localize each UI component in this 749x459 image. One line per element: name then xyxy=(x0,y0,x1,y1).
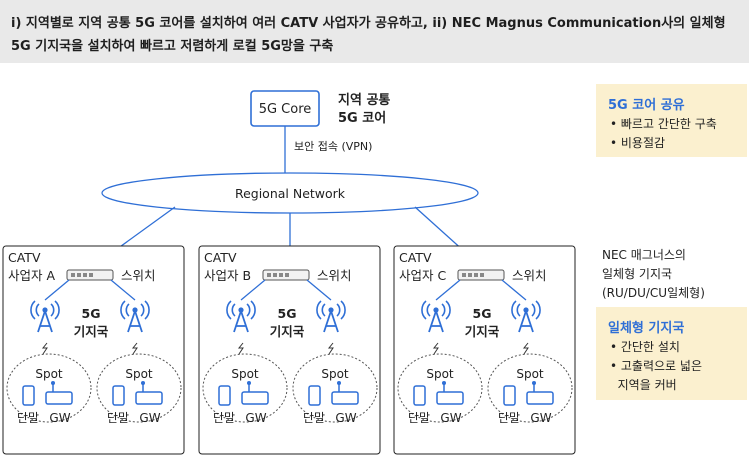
wireless-link-icon xyxy=(41,342,48,355)
spot-label: Spot xyxy=(35,367,63,381)
core-sharing-title: 5G 코어 공유 xyxy=(608,98,685,113)
station-label-2: 기지국 xyxy=(465,324,500,339)
phone-icon xyxy=(503,385,516,406)
wireless-link-icon xyxy=(131,342,138,355)
phone-icon xyxy=(112,385,125,406)
header-bar: i) 지역별로 지역 공통 5G 코어를 설치하여 여러 CATV 사업자가 공… xyxy=(0,0,749,63)
terminal-label: 단말 xyxy=(408,411,430,425)
operator-name-line-1: CATV xyxy=(8,250,41,265)
header-line-2: 5G 기지국을 설치하여 빠르고 저렴하게 로컬 5G망을 구축 xyxy=(11,39,334,54)
header-line-1: i) 지역별로 지역 공통 5G 코어를 설치하여 여러 CATV 사업자가 공… xyxy=(11,16,726,31)
gateway-icon xyxy=(45,391,73,405)
integrated-station-bullet-1: • 간단한 설치 xyxy=(610,340,680,354)
antenna-icon xyxy=(511,300,541,333)
phone-icon xyxy=(218,385,231,406)
gw-label: GW xyxy=(139,411,160,425)
gateway-icon xyxy=(135,391,163,405)
core-box-label: 5G Core xyxy=(259,102,312,117)
nec-note-line-3: (RU/DU/CU일체형) xyxy=(602,286,705,300)
phone-icon xyxy=(22,385,35,406)
operator-name-line-2: 사업자 B xyxy=(204,268,251,283)
core-side-label-1: 지역 공통 xyxy=(338,92,390,108)
phone-icon xyxy=(413,385,426,406)
wireless-link-icon xyxy=(327,342,334,355)
gateway-icon xyxy=(241,391,269,405)
core-side-label-2: 5G 코어 xyxy=(338,110,386,126)
core-sharing-box: 5G 코어 공유 • 빠르고 간단한 구축 • 비용절감 xyxy=(596,84,747,157)
operator-name-line-1: CATV xyxy=(399,250,432,265)
spot-label: Spot xyxy=(321,367,349,381)
nec-note-line-1: NEC 매그너스의 xyxy=(602,248,686,262)
gw-label: GW xyxy=(245,411,266,425)
gw-label: GW xyxy=(49,411,70,425)
spot-label: Spot xyxy=(125,367,153,381)
gateway-icon xyxy=(331,391,359,405)
switch-label: 스위치 xyxy=(121,268,156,283)
wireless-link-icon xyxy=(237,342,244,355)
wireless-link-icon xyxy=(522,342,529,355)
spot-label: Spot xyxy=(516,367,544,381)
terminal-label: 단말 xyxy=(17,411,39,425)
terminal-label: 단말 xyxy=(498,411,520,425)
switch-label: 스위치 xyxy=(317,268,352,283)
vpn-label: 보안 접속 (VPN) xyxy=(294,140,372,153)
core-sharing-bullet-1: • 빠르고 간단한 구축 xyxy=(610,117,717,131)
spot-label: Spot xyxy=(231,367,259,381)
operator-name-line-1: CATV xyxy=(204,250,237,265)
gateway-icon xyxy=(526,391,554,405)
gw-label: GW xyxy=(530,411,551,425)
station-label-1: 5G xyxy=(278,306,297,321)
station-label-2: 기지국 xyxy=(74,324,109,339)
antenna-icon xyxy=(30,300,60,333)
operator-name-line-2: 사업자 C xyxy=(399,268,446,283)
spot-area: Spot 단말 GW xyxy=(96,353,182,425)
gateway-icon xyxy=(436,391,464,405)
terminal-label: 단말 xyxy=(303,411,325,425)
spot-label: Spot xyxy=(426,367,454,381)
terminal-label: 단말 xyxy=(107,411,129,425)
station-label-2: 기지국 xyxy=(270,324,305,339)
operator-box-b: CATV 사업자 B 스위치 5G 기지국 Spot 단말 GW Spot 단말 GW xyxy=(198,245,381,455)
spot-area: Spot 단말 GW xyxy=(292,353,378,425)
station-label-1: 5G xyxy=(473,306,492,321)
antenna-icon xyxy=(316,300,346,333)
phone-icon xyxy=(308,385,321,406)
integrated-station-bullet-2: • 고출력으로 넓은 xyxy=(610,359,702,373)
operator-box-a: CATV 사업자 A 스위치 5G 기지국 Spot 단말 GW Spot 단말 GW xyxy=(2,245,185,455)
station-label-1: 5G xyxy=(82,306,101,321)
regional-network-label: Regional Network xyxy=(235,186,346,201)
gw-label: GW xyxy=(335,411,356,425)
wireless-link-icon xyxy=(432,342,439,355)
nec-note-line-2: 일체형 기지국 xyxy=(602,267,673,281)
antenna-icon xyxy=(421,300,451,333)
integrated-station-title: 일체형 기지국 xyxy=(608,321,685,336)
spot-area: Spot 단말 GW xyxy=(202,353,288,425)
spot-area: Spot 단말 GW xyxy=(397,353,483,425)
spot-area: Spot 단말 GW xyxy=(487,353,573,425)
integrated-station-bullet-3: 지역을 커버 xyxy=(610,378,677,392)
antenna-icon xyxy=(120,300,150,333)
integrated-station-box: 일체형 기지국 • 간단한 설치 • 고출력으로 넓은 지역을 커버 xyxy=(596,307,747,400)
operator-box-c: CATV 사업자 C 스위치 5G 기지국 Spot 단말 GW Spot 단말 GW xyxy=(393,245,576,455)
antenna-icon xyxy=(226,300,256,333)
spot-area: Spot 단말 GW xyxy=(6,353,92,425)
operator-name-line-2: 사업자 A xyxy=(8,268,55,283)
switch-label: 스위치 xyxy=(512,268,547,283)
core-sharing-bullet-2: • 비용절감 xyxy=(610,136,666,150)
terminal-label: 단말 xyxy=(213,411,235,425)
gw-label: GW xyxy=(440,411,461,425)
